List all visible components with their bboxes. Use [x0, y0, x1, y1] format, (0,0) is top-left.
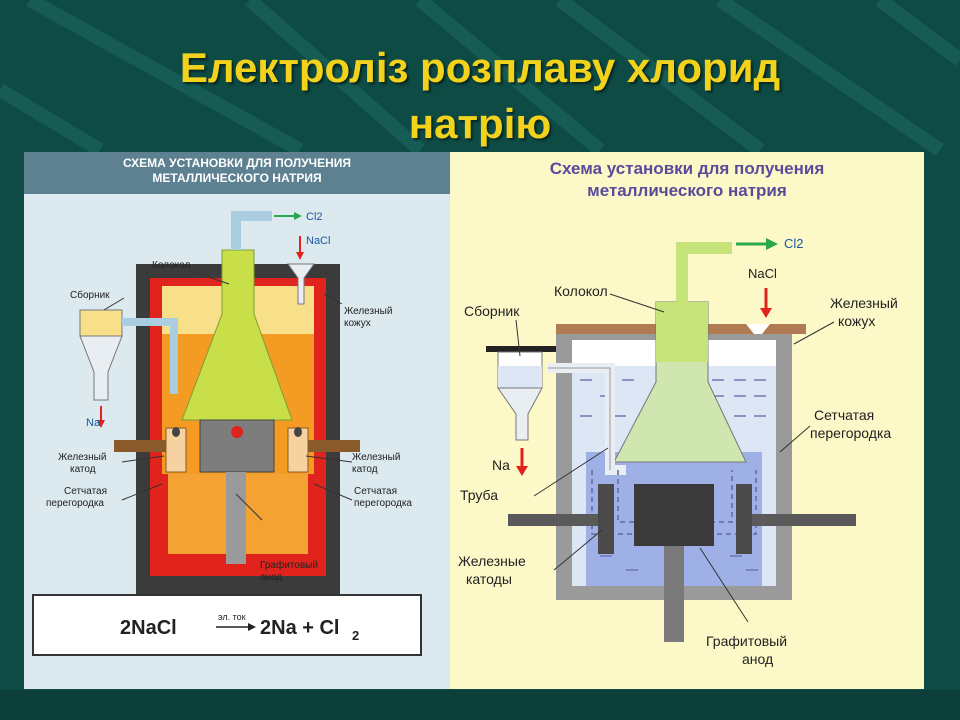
equation-reactants: 2NaCl	[120, 617, 177, 639]
left-na-label: Na	[86, 417, 101, 429]
left-katod-left-label2: катод	[70, 464, 96, 475]
left-kozhukh-label1: Железный	[344, 306, 392, 317]
equation-subscript: 2	[352, 628, 359, 643]
right-katody-label1: Железные	[458, 553, 526, 569]
left-katod-left-label1: Железный	[58, 452, 106, 463]
right-cl2-label: Cl2	[784, 236, 804, 251]
left-peregorodka-left-label2: перегородка	[46, 498, 104, 509]
left-bell	[181, 249, 293, 421]
right-katody-label2: катоды	[466, 571, 512, 587]
slide-title-line1: Електроліз розплаву хлорид	[179, 44, 781, 91]
right-nacl-inlet	[746, 324, 770, 334]
equation-products: 2Na + Cl	[260, 617, 339, 639]
right-peregorodka-label1: Сетчатая	[814, 407, 874, 423]
right-cathode-right	[736, 484, 752, 554]
left-peregorodka-right-label1: Сетчатая	[354, 486, 397, 497]
right-anode	[634, 484, 714, 546]
left-katod-right-label1: Железный	[352, 452, 400, 463]
right-cathode-left	[598, 484, 614, 554]
left-anod-label1: Графитовый	[260, 559, 318, 571]
right-cathode-left-rod	[508, 514, 600, 526]
reaction-equation-box: 2NaCl эл. ток 2Na + Cl 2	[32, 594, 422, 656]
right-header-line2: металлического натрия	[587, 181, 787, 200]
equation-arrow-label: эл. ток	[218, 612, 246, 622]
right-anod-label1: Графитовый	[706, 633, 787, 649]
right-anod-label2: анод	[742, 651, 773, 667]
left-collector	[79, 309, 123, 337]
right-truba-label: Труба	[460, 487, 498, 503]
left-base-red	[150, 554, 326, 576]
left-cathode-right	[298, 440, 360, 452]
slide-title-line2: натрію	[408, 100, 552, 147]
left-diagram-panel: СХЕМА УСТАНОВКИ ДЛЯ ПОЛУЧЕНИЯ МЕТАЛЛИЧЕС…	[24, 152, 450, 689]
right-apparatus-diagram: Cl2 NaCl Na	[458, 236, 898, 667]
left-sbornik-label: Сборник	[70, 289, 110, 301]
left-peregorodka-right-label2: перегородка	[354, 498, 412, 509]
right-peregorodka-label2: перегородка	[810, 425, 891, 441]
left-nacl-funnel	[287, 263, 315, 305]
reaction-equation: 2NaCl эл. ток 2Na + Cl 2	[120, 612, 359, 643]
left-cl2-pipe	[231, 211, 272, 250]
left-diagram-header: СХЕМА УСТАНОВКИ ДЛЯ ПОЛУЧЕНИЯ МЕТАЛЛИЧЕС…	[24, 152, 450, 194]
right-na-label: Na	[492, 457, 510, 473]
left-anod-label2: анод	[260, 572, 282, 583]
right-kolokol-label: Колокол	[554, 283, 608, 299]
right-kozhukh-label2: кожух	[838, 313, 875, 329]
right-cathode-right-rod	[750, 514, 856, 526]
right-diagram-panel: Схема установки для получения металличес…	[450, 152, 924, 689]
left-collector-pipe	[122, 318, 178, 394]
left-apparatus-diagram: Cl2 NaCl	[46, 211, 412, 600]
right-diagram-header: Схема установки для получения металличес…	[450, 158, 924, 202]
left-nacl-label: NaCl	[306, 235, 330, 247]
left-cl2-label: Cl2	[306, 211, 323, 223]
right-sbornik-label: Сборник	[464, 303, 520, 319]
right-anode-rod	[664, 546, 684, 642]
left-kolokol-label: Колокол	[152, 260, 191, 271]
right-collector-plate	[486, 346, 556, 352]
left-katod-right-label2: катод	[352, 464, 378, 475]
right-kozhukh-label1: Железный	[830, 295, 898, 311]
left-peregorodka-left-label1: Сетчатая	[64, 486, 107, 497]
right-header-line1: Схема установки для получения	[549, 159, 825, 178]
left-kozhukh-label2: кожух	[344, 318, 371, 329]
left-cathode-left	[114, 440, 176, 452]
left-header-line1: СХЕМА УСТАНОВКИ ДЛЯ ПОЛУЧЕНИЯ	[122, 156, 352, 170]
right-nacl-label: NaCl	[748, 266, 777, 281]
left-header-line2: МЕТАЛЛИЧЕСКОГО НАТРИЯ	[152, 171, 322, 185]
right-cl2-pipe	[676, 242, 732, 302]
